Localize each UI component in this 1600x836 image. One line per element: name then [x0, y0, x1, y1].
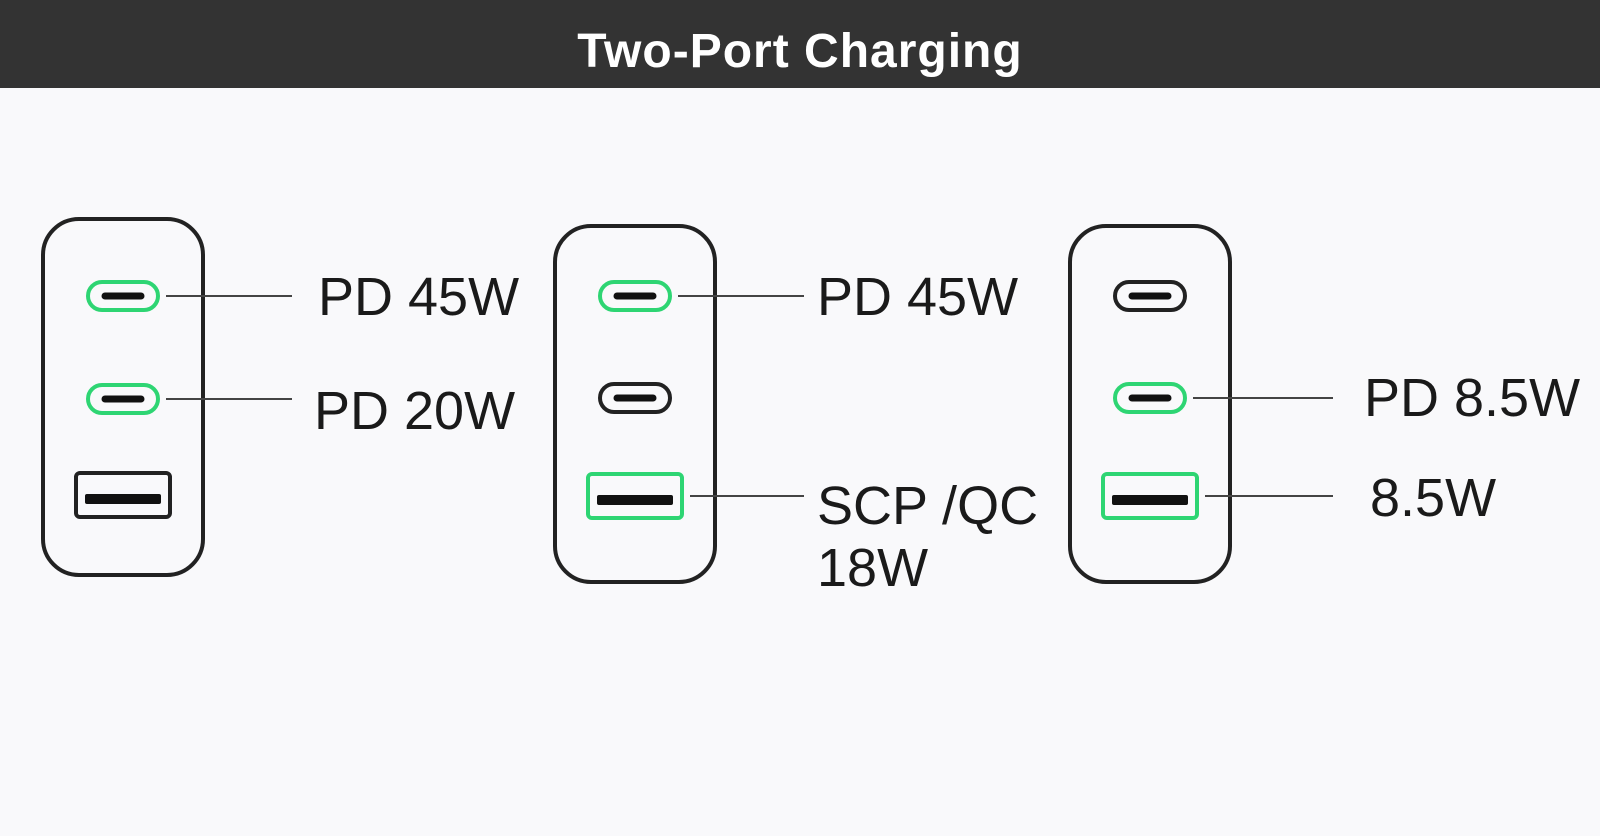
- charger-1-port-1: [86, 280, 160, 312]
- charger-2-port-1: [598, 280, 672, 312]
- power-label: SCP /QC: [817, 476, 1038, 536]
- charger-body: [553, 224, 717, 584]
- power-label: PD 8.5W: [1364, 368, 1580, 428]
- usb-a-connector-bar: [597, 495, 673, 505]
- page-title: Two-Port Charging: [577, 25, 1023, 78]
- usb-a-connector-bar: [1112, 495, 1188, 505]
- power-label: PD 45W: [817, 267, 1018, 327]
- power-label: PD 45W: [318, 267, 519, 327]
- usb-c-port: [598, 382, 672, 414]
- usb-c-port-active: [1113, 382, 1187, 414]
- power-label: PD 20W: [314, 381, 515, 441]
- charger-1: PD 45W PD 20W: [41, 217, 519, 577]
- charger-body: [41, 217, 205, 577]
- charger-3: PD 8.5W 8.5W: [1068, 224, 1580, 584]
- charger-2-port-2: [598, 382, 672, 414]
- charger-1-label-1: PD 45W: [166, 267, 519, 327]
- charger-2-label-1: PD 45W: [678, 267, 1018, 327]
- usb-a-port-active: [1101, 472, 1199, 520]
- usb-a-port-active: [586, 472, 684, 520]
- charger-3-label-1: PD 8.5W: [1193, 368, 1580, 428]
- usb-c-port-active: [598, 280, 672, 312]
- usb-c-port: [1113, 280, 1187, 312]
- charger-1-port-2: [86, 383, 160, 415]
- usb-a-connector-bar: [85, 494, 161, 504]
- charger-3-port-2: [1113, 382, 1187, 414]
- charger-3-port-1: [1113, 280, 1187, 312]
- charger-2-port-3: [586, 472, 684, 520]
- power-label: 8.5W: [1370, 468, 1496, 528]
- header-bar: Two-Port Charging: [0, 0, 1600, 88]
- usb-c-port-active: [86, 280, 160, 312]
- charger-1-port-3: [74, 471, 172, 519]
- power-label: 18W: [817, 538, 928, 598]
- charger-3-port-3: [1101, 472, 1199, 520]
- charger-1-label-2: PD 20W: [166, 381, 515, 441]
- charger-3-label-2: 8.5W: [1205, 468, 1496, 528]
- usb-c-port-active: [86, 383, 160, 415]
- charger-body: [1068, 224, 1232, 584]
- usb-a-port: [74, 471, 172, 519]
